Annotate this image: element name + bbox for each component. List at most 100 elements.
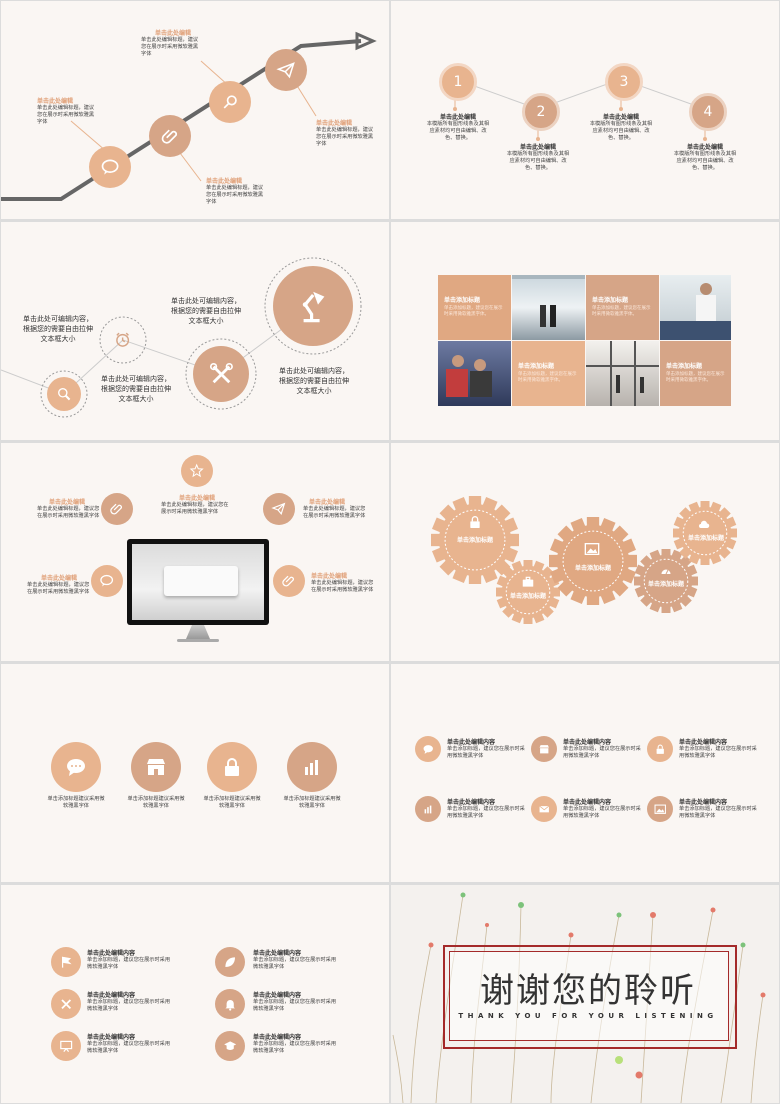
search-icon xyxy=(209,81,251,123)
item-title: 单击此处编辑内容 xyxy=(563,799,612,806)
briefcase-icon xyxy=(522,576,534,587)
item-desc: 单击添加标题，建议您在展示时采用微软雅黑字体 xyxy=(87,1041,171,1054)
item-desc: 单击添加标题，建议您在展示时采用微软雅黑字体 xyxy=(253,957,337,970)
bar-chart-icon xyxy=(415,796,441,822)
gear-3 xyxy=(549,517,637,605)
item-title: 单击此处编辑内容 xyxy=(253,950,302,957)
gear-5 xyxy=(673,501,737,565)
slide-1: 单击此处编辑 单击此处编辑标题，建议您在展示时采用微软雅黑字体 单击此处编辑 单… xyxy=(1,1,389,219)
gear-label-1: 单击添加标题 xyxy=(456,537,493,544)
item-desc: 单击添加标题，建议您在展示时采用微软雅黑字体 xyxy=(679,806,757,819)
tile-title: 单击添加标题 xyxy=(444,297,481,304)
desk-lamp-icon xyxy=(273,266,353,346)
mail-icon xyxy=(531,796,557,822)
text-block-3: 单击此处可编辑内容，根据您的需要自由拉伸文本框大小 xyxy=(171,297,241,325)
label-desc: 单击此处编辑标题，建议您在展示时采用微软雅黑字体 xyxy=(161,502,229,515)
chat-icon xyxy=(51,742,101,792)
step-title: 单击此处编辑 xyxy=(602,114,639,121)
step-title: 单击此处编辑 xyxy=(519,144,556,151)
photo-window-silhouettes xyxy=(586,341,659,406)
item-desc: 单击添加标题，建议您在展示时采用微软雅黑字体 xyxy=(253,999,337,1012)
image-icon xyxy=(584,543,600,555)
label-left-top: 单击此处编辑单击此处编辑标题，建议您在展示时采用微软雅黑字体 xyxy=(37,497,101,520)
gear-svg xyxy=(431,496,737,624)
item-desc: 单击添加标题，建议您在展示时采用微软雅黑字体 xyxy=(563,746,641,759)
step-2-text: 单击此处编辑本模版所有图形线条及其相应素材均可自由编辑、改色、替换。 xyxy=(505,142,571,172)
gear-label-3: 单击添加标题 xyxy=(574,565,611,572)
caption-1: 单击添加标题建议采用微软雅黑字体 xyxy=(47,796,105,809)
item-desc: 单击添加标题，建议您在展示时采用微软雅黑字体 xyxy=(679,746,757,759)
paper-plane-icon xyxy=(265,49,307,91)
label-title: 单击此处编辑 xyxy=(49,499,86,506)
label-top: 单击此处编辑单击此处编辑标题，建议您在展示时采用微软雅黑字体 xyxy=(161,493,233,516)
step-desc: 本模版所有图形线条及其相应素材均可自由编辑、改色、替换。 xyxy=(426,121,490,141)
label-title: 单击此处编辑 xyxy=(37,98,74,105)
step-3-text: 单击此处编辑本模版所有图形线条及其相应素材均可自由编辑、改色、替换。 xyxy=(588,112,654,142)
item-title: 单击此处编辑内容 xyxy=(679,739,728,746)
item-desc: 单击添加标题，建议您在展示时采用微软雅黑字体 xyxy=(447,746,525,759)
slide-3: 单击此处可编辑内容，根据您的需要自由拉伸文本框大小 单击此处可编辑内容，根据您的… xyxy=(1,222,389,440)
label-right-bottom: 单击此处编辑单击此处编辑标题，建议您在展示时采用微软雅黑字体 xyxy=(311,571,375,594)
tile-desc: 单击添加标题，建议您在展示时采用微软雅黑字体。 xyxy=(518,372,577,383)
search-icon xyxy=(47,377,81,411)
step-desc: 本模版所有图形线条及其相应素材均可自由编辑、改色、替换。 xyxy=(673,151,737,171)
slide-8: 单击此处编辑内容单击添加标题，建议您在展示时采用微软雅黑字体 单击此处编辑内容单… xyxy=(391,664,779,882)
text-block-4: 单击此处可编辑内容，根据您的需要自由拉伸文本框大小 xyxy=(279,367,349,395)
clip-icon xyxy=(149,115,191,157)
slide-7: 单击添加标题建议采用微软雅黑字体 单击添加标题建议采用微软雅黑字体 单击添加标题… xyxy=(1,664,389,882)
item-desc: 单击添加标题，建议您在展示时采用微软雅黑字体 xyxy=(563,806,641,819)
presentation-icon xyxy=(51,1031,81,1061)
item-text-3: 单击此处编辑内容单击添加标题，建议您在展示时采用微软雅黑字体 xyxy=(87,990,173,1013)
item-desc: 单击添加标题，建议您在展示时采用微软雅黑字体 xyxy=(253,1041,337,1054)
label-title: 单击此处编辑 xyxy=(178,495,215,502)
item-title: 单击此处编辑内容 xyxy=(253,992,302,999)
item-text-2: 单击此处编辑内容单击添加标题，建议您在展示时采用微软雅黑字体 xyxy=(563,737,643,760)
caption-2: 单击添加标题建议采用微软雅黑字体 xyxy=(127,796,185,809)
item-desc: 单击添加标题，建议您在展示时采用微软雅黑字体 xyxy=(87,999,171,1012)
text-tile-2: 单击添加标题 单击添加标题，建议您在展示时采用微软雅黑字体。 xyxy=(586,275,659,340)
step-number: 4 xyxy=(703,104,713,120)
gear-1 xyxy=(431,496,519,584)
step-number: 1 xyxy=(453,74,463,90)
monitor-base xyxy=(177,639,219,642)
item-title: 单击此处编辑内容 xyxy=(87,950,136,957)
label-4: 单击此处编辑 单击此处编辑标题，建议您在展示时采用微软雅黑字体 xyxy=(316,118,378,148)
step-3-circle: 3 xyxy=(605,63,643,101)
tools-icon xyxy=(193,346,249,402)
label-title: 单击此处编辑 xyxy=(155,30,192,37)
title-frame-outer xyxy=(443,945,737,1049)
graduation-cap-icon xyxy=(215,1031,245,1061)
caption-3: 单击添加标题建议采用微软雅黑字体 xyxy=(203,796,261,809)
cloud-icon xyxy=(699,520,710,528)
step-2-circle: 2 xyxy=(522,93,560,131)
step-4-circle: 4 xyxy=(689,93,727,131)
item-title: 单击此处编辑内容 xyxy=(679,799,728,806)
label-title: 单击此处编辑 xyxy=(309,499,346,506)
photo-business-handshake xyxy=(512,275,585,340)
item-title: 单击此处编辑内容 xyxy=(563,739,612,746)
title-frame-inner xyxy=(449,951,729,1041)
bell-icon xyxy=(215,989,245,1019)
lock-icon xyxy=(647,736,673,762)
monitor xyxy=(127,539,269,625)
slide-6: 单击添加标题 单击添加标题 单击添加标题 单击添加标题 单击添加标题 xyxy=(391,443,779,661)
shop-icon xyxy=(131,742,181,792)
label-right-top: 单击此处编辑单击此处编辑标题，建议您在展示时采用微软雅黑字体 xyxy=(303,497,367,520)
tile-desc: 单击添加标题，建议您在展示时采用微软雅黑字体。 xyxy=(666,372,725,383)
clip-icon xyxy=(273,565,305,597)
text-tile-3: 单击添加标题 单击添加标题，建议您在展示时采用微软雅黑字体。 xyxy=(512,341,585,406)
thank-you-subtitle: THANK YOU FOR YOUR LISTENING xyxy=(458,1012,718,1020)
gear-label-5: 单击添加标题 xyxy=(687,535,724,542)
alarm-clock-icon xyxy=(105,322,141,358)
lock-icon xyxy=(207,742,257,792)
tools-icon xyxy=(51,989,81,1019)
item-title: 单击此处编辑内容 xyxy=(447,799,496,806)
text-tile-4: 单击添加标题 单击添加标题，建议您在展示时采用微软雅黑字体。 xyxy=(660,341,731,406)
label-desc: 单击此处编辑标题，建议您在展示时采用微软雅黑字体 xyxy=(206,185,264,205)
step-1-circle: 1 xyxy=(439,63,477,101)
lock-icon xyxy=(470,516,480,528)
slide-5: 单击此处编辑单击此处编辑标题，建议您在展示时采用微软雅黑字体 单击此处编辑单击此… xyxy=(1,443,389,661)
caption-4: 单击添加标题建议采用微软雅黑字体 xyxy=(283,796,341,809)
step-1-text: 单击此处编辑本模版所有图形线条及其相应素材均可自由编辑、改色、替换。 xyxy=(425,112,491,142)
item-title: 单击此处编辑内容 xyxy=(87,1034,136,1041)
